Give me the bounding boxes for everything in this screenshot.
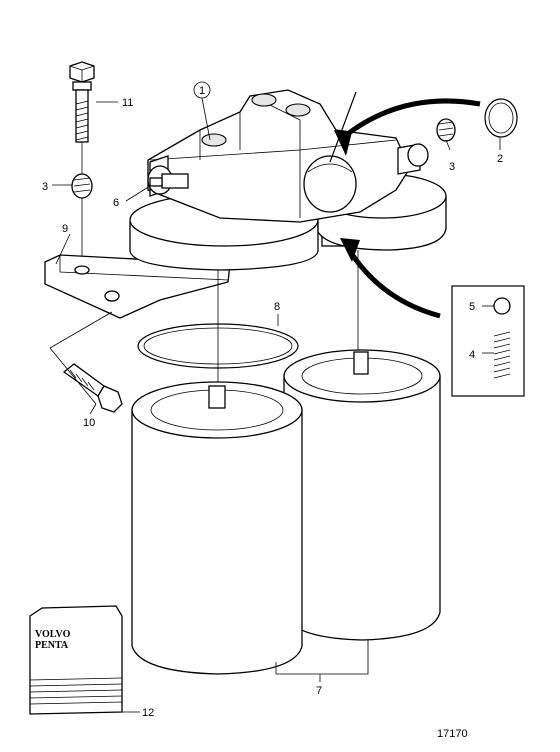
leader-7 [275,640,369,682]
plug-3-right [436,118,456,142]
label-8: 8 [274,301,280,313]
label-3-right: 3 [449,161,455,173]
label-7: 7 [316,685,322,697]
label-6: 6 [113,197,119,209]
bleed-nipple-6 [149,173,189,189]
gasket-8 [137,250,359,390]
callout-arrows [334,98,481,319]
detail-box [451,285,525,397]
plug-3-left [71,173,93,199]
brand-line-2: PENTA [35,640,69,651]
figure-number: 17170 [437,728,468,740]
leader-lines [52,81,501,415]
label-3-left: 3 [42,181,48,193]
label-4: 4 [469,349,475,361]
brand-line-1: VOLVO [35,629,71,640]
label-9: 9 [62,223,68,235]
fuel-filter-7-front [131,381,303,675]
label-2: 2 [497,153,503,165]
label-5: 5 [469,301,475,313]
fuel-filter-7-back [283,349,441,641]
bolt-10 [49,311,123,413]
label-12: 12 [142,707,154,719]
part-labels: 1 2 3 3 4 5 6 7 8 9 10 11 12 VOLVO PENTA… [35,85,503,740]
bolt-11 [69,61,95,268]
label-1: 1 [199,85,205,97]
filter-bracket-head [129,89,447,271]
o-ring-2 [484,98,518,138]
booklet-12 [29,605,140,715]
label-11: 11 [122,97,133,109]
bracket-9 [44,227,345,319]
label-10: 10 [83,417,95,429]
